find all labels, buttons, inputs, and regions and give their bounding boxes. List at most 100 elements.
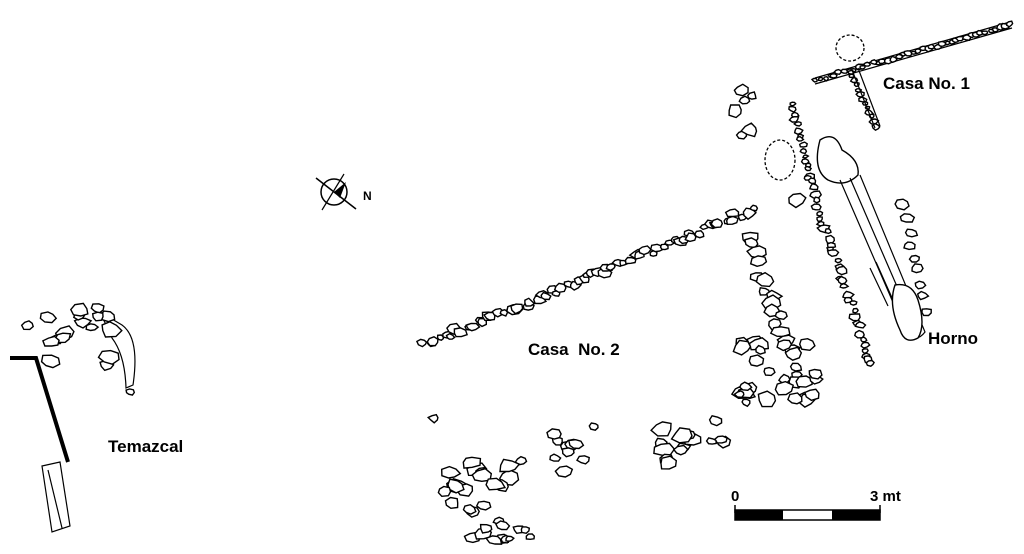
scale-start-label: 0 (731, 488, 740, 505)
stone (816, 216, 823, 223)
stone (1005, 20, 1014, 28)
stone (852, 307, 859, 314)
stone (672, 444, 689, 456)
scale-bar-segment-black (735, 510, 783, 520)
stone (733, 390, 745, 399)
stone (475, 500, 492, 511)
stone (837, 275, 848, 285)
stone (724, 208, 740, 218)
stone (787, 392, 803, 405)
posthole-horno (764, 139, 796, 181)
north-arrow (315, 173, 357, 211)
casa-2-walls (415, 204, 824, 408)
stone (865, 359, 875, 367)
posthole-casa-1 (835, 34, 865, 62)
stone (810, 77, 818, 83)
stone (835, 265, 848, 276)
stone (788, 192, 807, 209)
stone (749, 204, 759, 212)
stone (485, 535, 503, 545)
stone (453, 327, 468, 338)
stone (869, 59, 878, 66)
label-casa-1: Casa No. 1 (883, 74, 970, 93)
stone (904, 228, 919, 238)
horno-structure (728, 83, 932, 367)
casa-1-walls (810, 20, 1014, 132)
stone (911, 263, 924, 274)
stone (705, 437, 717, 445)
stone (899, 213, 916, 223)
stone (510, 303, 524, 315)
stone (101, 321, 123, 338)
north-label: N (363, 189, 372, 203)
stone (776, 339, 793, 352)
stone (708, 414, 723, 427)
stone (798, 141, 808, 148)
stone (73, 317, 93, 329)
stone (916, 290, 930, 301)
stone (713, 435, 728, 444)
north-arrow-head (334, 182, 346, 198)
stone (914, 280, 927, 290)
label-temazcal: Temazcal (108, 437, 184, 456)
stone (85, 323, 100, 332)
stone (561, 447, 575, 458)
stone (769, 326, 791, 338)
horno-stone (816, 136, 859, 184)
stone (807, 177, 817, 185)
stone (921, 308, 932, 317)
stone (788, 115, 800, 123)
stone (829, 73, 838, 79)
stone (524, 297, 536, 307)
stone (826, 249, 840, 258)
stone (981, 30, 989, 36)
stone (955, 35, 965, 42)
stone (97, 349, 120, 365)
stone (788, 105, 797, 113)
stone (738, 381, 753, 392)
stone (824, 228, 832, 235)
stone (903, 50, 913, 57)
stone (91, 311, 104, 322)
stone (860, 341, 871, 349)
stone (40, 354, 61, 369)
stone (793, 121, 802, 127)
stone (90, 303, 105, 314)
stone (747, 91, 757, 100)
stone (789, 101, 797, 107)
stone (445, 332, 456, 340)
stone (833, 68, 842, 76)
stone (839, 282, 850, 289)
stone (69, 302, 89, 317)
stone (784, 346, 803, 361)
stone (733, 83, 749, 97)
scale-bar (734, 505, 881, 521)
stone (749, 255, 768, 268)
stone (854, 321, 867, 329)
stone (774, 310, 788, 321)
stone (479, 523, 493, 534)
stone (849, 300, 858, 306)
stone (793, 127, 804, 136)
stone (415, 338, 428, 348)
stone (740, 122, 758, 138)
stone (39, 311, 58, 324)
stone (605, 263, 616, 272)
stone (549, 453, 562, 462)
stone (854, 329, 865, 339)
scale-end-label: 3 mt (870, 488, 901, 505)
stone (795, 135, 805, 142)
stone (757, 390, 777, 408)
temazcal-wall (10, 356, 70, 463)
stone (862, 61, 872, 67)
stone (462, 503, 477, 515)
stone (546, 428, 562, 440)
stone (447, 478, 465, 494)
stone (426, 413, 439, 424)
stone (894, 198, 910, 211)
stone (903, 241, 916, 251)
stone (825, 234, 836, 245)
stone (808, 368, 823, 380)
